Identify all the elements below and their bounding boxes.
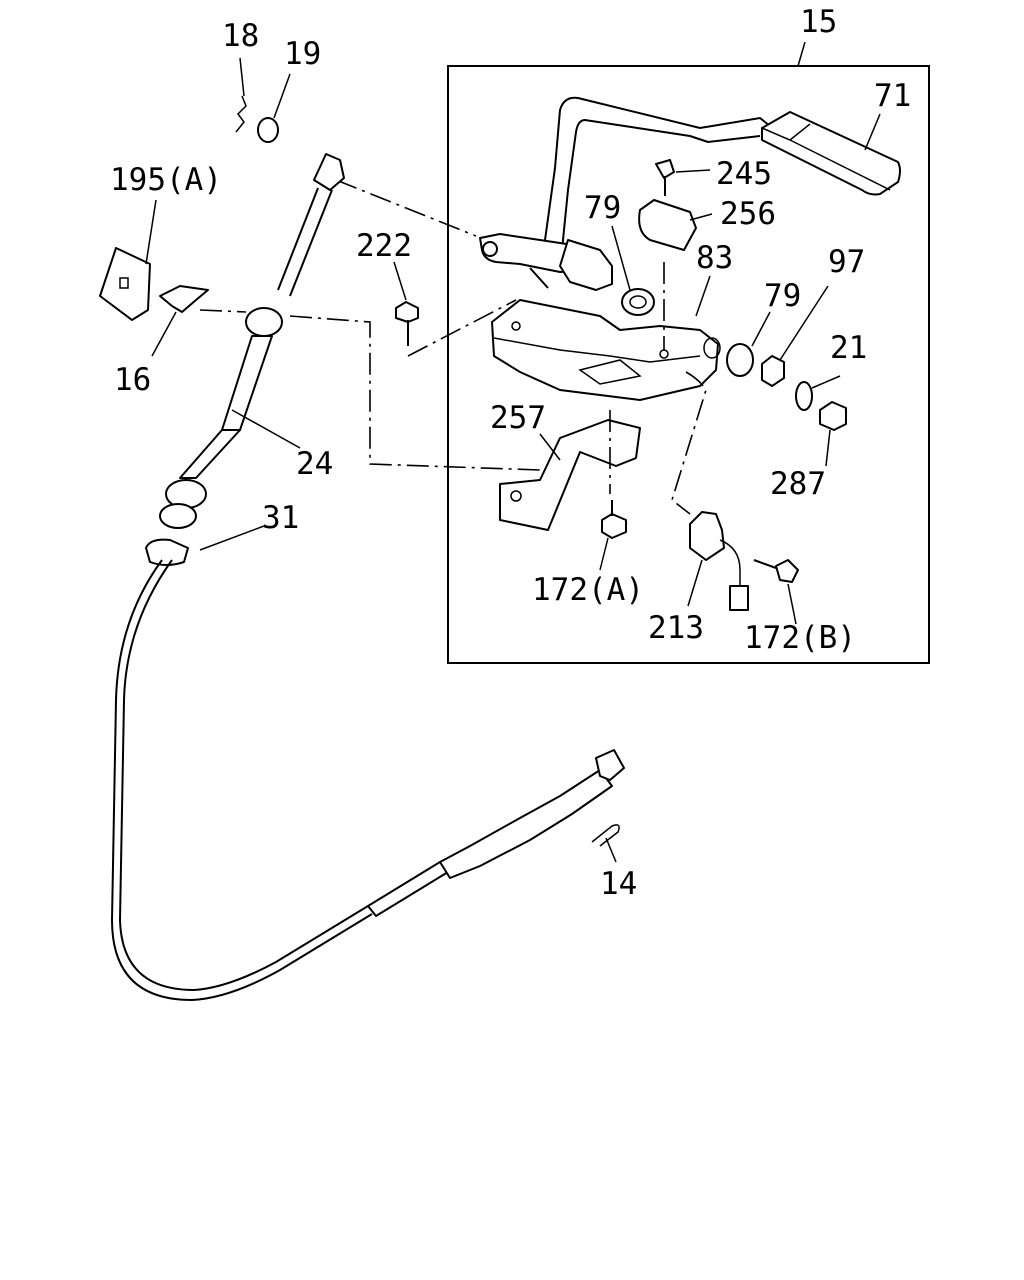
label-24: 24 [296,446,333,482]
clip-31 [145,538,189,566]
label-19: 19 [284,36,321,72]
pedal-pad-face [761,123,891,191]
leader-195a [145,199,157,265]
label-172b: 172(B) [744,620,856,656]
label-213: 213 [648,610,704,646]
cable-housing-lower [179,429,241,479]
leader-287 [825,429,831,467]
nut-287 [819,401,847,431]
bracket-hole-left [511,321,521,331]
label-245: 245 [716,156,772,192]
label-256: 256 [720,196,776,232]
cable-housing-upper [221,335,273,431]
leader-31 [199,525,265,551]
clip-256 [638,199,697,251]
bracket-hole [703,337,721,359]
cable-run-inner [118,559,369,992]
label-172a: 172(A) [532,572,644,608]
leader-24 [231,409,301,449]
pedal-bracket [491,299,719,401]
switch-wire [719,539,741,588]
bushing-side [726,343,754,377]
leader-14 [605,837,617,863]
label-18: 18 [222,18,259,54]
bracket-257 [499,419,641,531]
leader-18 [239,57,245,97]
cable-adjuster-2 [159,503,197,529]
bolt-245 [655,159,675,179]
cable-lower-end [439,769,613,879]
switch-213 [689,511,725,561]
bolt-172a [601,513,627,539]
leader-256 [689,213,713,221]
label-31: 31 [262,500,299,536]
leader-222 [393,261,407,301]
cable-grommet [245,307,283,337]
label-79b: 79 [764,278,801,314]
pedal-arm [544,96,771,251]
leader-245 [675,169,711,173]
pivot-pin-end [482,241,498,257]
label-222: 222 [356,228,412,264]
pedal-pad [761,111,901,196]
pivot-shaft [559,239,613,291]
cable-eye-end [313,153,345,191]
bushing-upper [621,288,655,316]
leader-71 [864,113,881,151]
bracket-195a [99,247,151,321]
leader-172a [599,537,609,571]
label-71: 71 [874,78,911,114]
alignment-line-6 [671,371,707,515]
leader-15 [797,41,806,67]
cable-rod-upper [277,187,319,291]
pin-14 [591,824,620,847]
alignment-line-7 [199,309,247,313]
bushing-upper-inner [629,295,647,309]
switch-connector [729,585,749,611]
leader-79b [751,311,771,347]
bracket-195a-slot [119,277,129,289]
alignment-line-3 [289,315,541,471]
leader-19 [273,73,291,119]
screw-172b [775,559,799,583]
screw-172b-shaft [753,559,777,569]
leader-16 [151,311,177,357]
retainer-16 [159,285,209,313]
leader-97 [779,285,829,361]
label-83: 83 [696,240,733,276]
pivot-stud [529,267,549,289]
cable-lower-fitting [595,749,625,781]
washer-19 [257,117,279,143]
leader-257 [539,433,561,461]
pedal-bracket-detail [493,337,701,385]
label-14: 14 [600,866,637,902]
label-97: 97 [828,244,865,280]
label-15: 15 [800,4,837,40]
alignment-line-1 [335,179,477,237]
leader-172b [787,583,797,625]
cable-run [110,559,373,1002]
label-195a: 195(A) [110,162,222,198]
leader-213 [687,559,703,607]
leader-21 [811,375,841,389]
alignment-line-2 [407,299,517,357]
nut-97 [761,355,785,387]
assembly-frame [447,65,930,664]
label-16: 16 [114,362,151,398]
label-257: 257 [490,400,546,436]
leader-83 [695,275,711,317]
label-287: 287 [770,466,826,502]
label-21: 21 [830,330,867,366]
washer-21 [795,381,813,411]
label-79a: 79 [584,190,621,226]
cable-rod-upper-b [289,189,333,297]
bolt-222 [395,301,419,323]
part-18 [235,95,247,133]
leader-79a [611,225,631,291]
bracket-257-hole [510,490,522,502]
cable-lower-sheath [367,861,449,917]
